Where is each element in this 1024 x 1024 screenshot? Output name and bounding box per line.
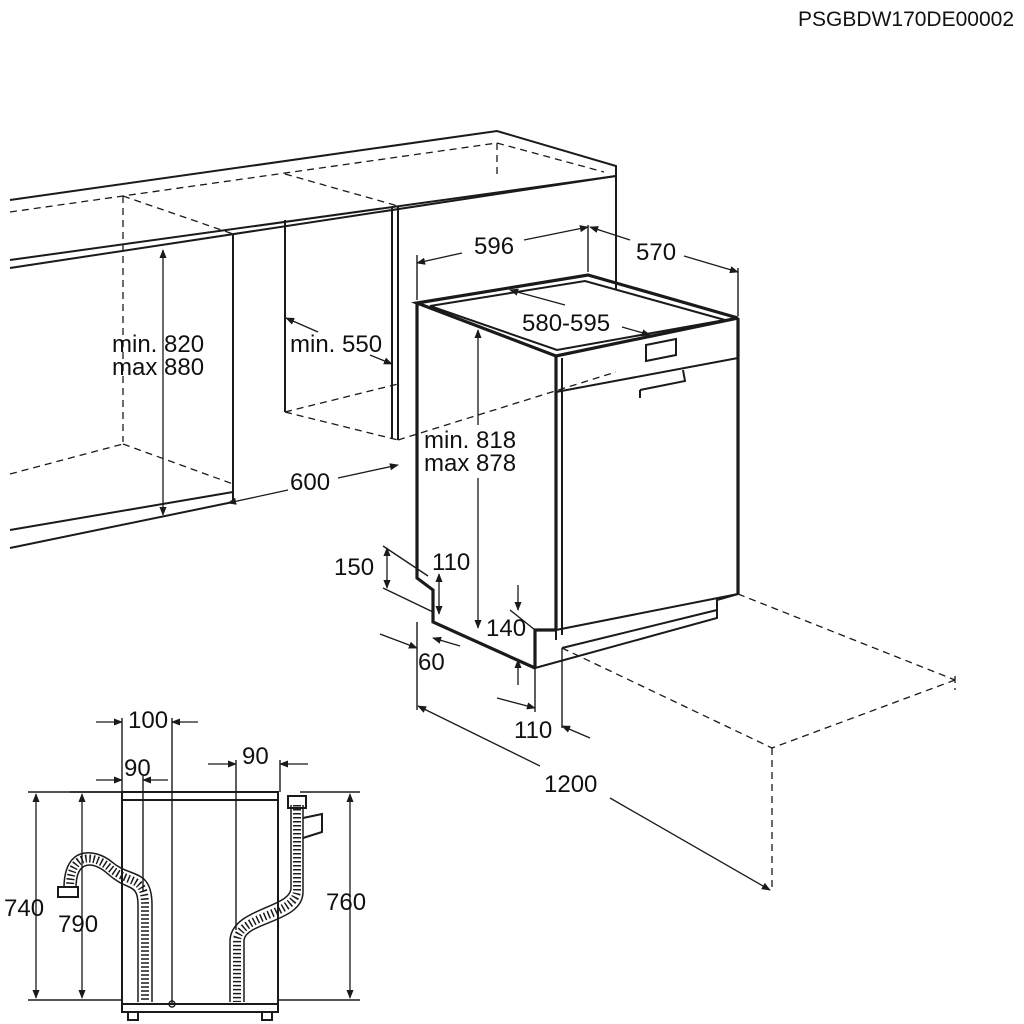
label-hose-760: 760 (326, 889, 366, 916)
label-hose-740: 740 (4, 895, 44, 922)
dishwasher (410, 273, 740, 670)
hose-side-view (28, 718, 360, 1021)
label-plinth-150: 150 (334, 554, 374, 581)
door-opening-area (561, 593, 956, 892)
label-hose-90-left: 90 (124, 755, 151, 782)
left-cabinet (9, 195, 234, 549)
label-hose-790: 790 (58, 911, 98, 938)
dimension-lines (159, 225, 771, 891)
label-hose-100: 100 (128, 707, 168, 734)
label-cabinet-height-min: min. 820 (112, 331, 204, 358)
label-door-open-depth: 1200 (544, 771, 597, 798)
label-cabinet-depth-min: min. 550 (290, 331, 382, 358)
label-appliance-width: 596 (474, 233, 514, 260)
label-door-clearance: 580-595 (522, 310, 610, 337)
label-plinth-140: 140 (486, 615, 526, 642)
label-cabinet-height-max: max 880 (112, 354, 204, 381)
label-appliance-depth: 570 (636, 239, 676, 266)
label-plinth-110-upper: 110 (432, 549, 470, 576)
label-cabinet-width: 600 (290, 469, 330, 496)
document-code: PSGBDW170DE00002 (798, 8, 1014, 31)
label-appliance-height-max: max 878 (424, 450, 516, 477)
dimension-labels: min. 820 max 880 min. 550 600 596 570 58… (4, 233, 676, 938)
label-appliance-height-min: min. 818 (424, 427, 516, 454)
label-plinth-60: 60 (418, 649, 445, 676)
label-hose-90-right: 90 (242, 743, 269, 770)
niche (284, 173, 617, 441)
worktop (9, 129, 617, 290)
label-plinth-110-lower: 110 (514, 717, 552, 744)
